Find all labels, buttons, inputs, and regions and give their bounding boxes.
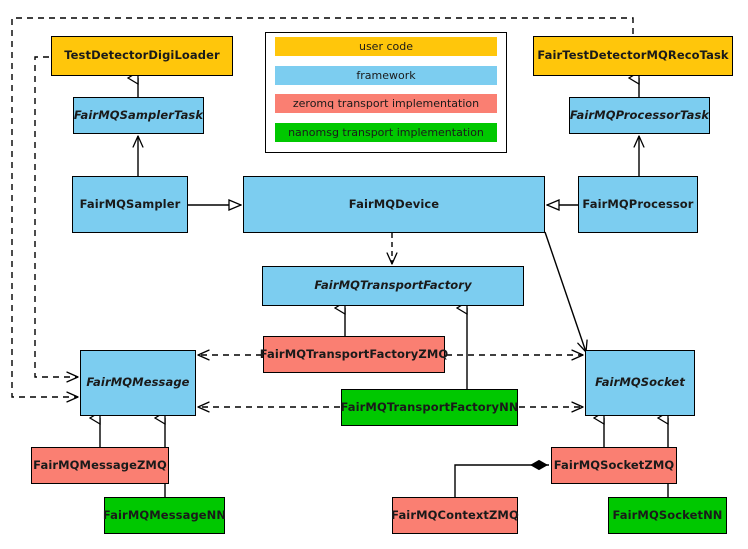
edge-recotask-message — [11, 17, 634, 397]
class-node-fairmqprocessortask[interactable]: FairMQProcessorTask — [569, 97, 710, 134]
legend-item-framework: framework — [275, 66, 497, 85]
edge-digiloader-message — [34, 56, 78, 377]
class-node-testdetectordigiloader[interactable]: TestDetectorDigiLoader — [51, 36, 233, 76]
class-node-fairmqdevice[interactable]: FairMQDevice — [243, 176, 545, 233]
class-node-fairmqtransportfactoryzmq[interactable]: FairMQTransportFactoryZMQ — [260, 336, 448, 373]
class-node-fairmqprocessor[interactable]: FairMQProcessor — [578, 176, 698, 233]
class-node-fairmqsocket[interactable]: FairMQSocket — [585, 350, 695, 416]
class-node-fairmqsampler[interactable]: FairMQSampler — [72, 176, 188, 233]
class-node-fairmqsocketzmq[interactable]: FairMQSocketZMQ — [551, 447, 677, 484]
legend-item-nanomsg: nanomsg transport implementation — [275, 123, 497, 142]
class-node-fairmqmessagezmq[interactable]: FairMQMessageZMQ — [31, 447, 169, 484]
class-node-fairmqtransportfactory[interactable]: FairMQTransportFactory — [262, 266, 524, 306]
legend-item-zeromq: zeromq transport implementation — [275, 94, 497, 113]
class-node-fairmqmessage[interactable]: FairMQMessage — [80, 350, 196, 416]
class-node-fairmqcontextzmq[interactable]: FairMQContextZMQ — [391, 497, 519, 534]
class-node-fairmqmessagenn[interactable]: FairMQMessageNN — [103, 497, 226, 534]
class-node-fairmqtransportfactorynn[interactable]: FairMQTransportFactoryNN — [340, 389, 518, 426]
edge-contextzmq-socketzmq — [454, 459, 549, 497]
edge-device-socket — [544, 231, 586, 352]
class-node-fairmqsamplertask[interactable]: FairMQSamplerTask — [73, 97, 204, 134]
class-node-fairmqsocketnn[interactable]: FairMQSocketNN — [608, 497, 727, 534]
legend-item-user-code: user code — [275, 37, 497, 56]
class-node-fairtestdetectormqrecotask[interactable]: FairTestDetectorMQRecoTask — [533, 36, 733, 76]
